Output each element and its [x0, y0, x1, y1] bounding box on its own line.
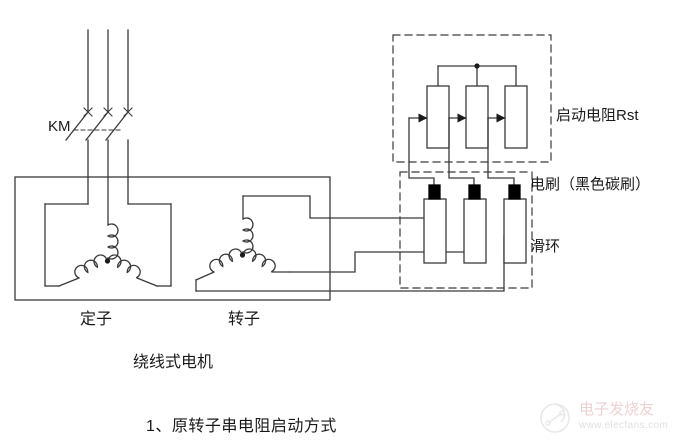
watermark-logo-icon — [540, 403, 570, 433]
resistor-to-brush-wires — [408, 117, 515, 186]
slip-ring-body-3 — [503, 198, 527, 264]
slip-ring-body-2 — [463, 198, 487, 264]
slip-ring-body-1 — [423, 198, 447, 264]
stator-neutral-node — [104, 258, 111, 264]
brush-block-3 — [508, 184, 521, 200]
resistor-body-2 — [465, 85, 489, 149]
slip-ring-boundary — [399, 171, 533, 289]
watermark: 电子发烧友 www.elecfans.com — [535, 396, 675, 442]
resistor-bus-node — [474, 63, 480, 69]
starting-resistor-boundary — [392, 34, 552, 163]
watermark-url: www.elecfans.com — [579, 420, 669, 431]
stator-winding — [44, 203, 172, 287]
stator-label: 定子 — [80, 311, 113, 328]
contactor-label: KM — [48, 118, 71, 135]
slip-ring-assembly — [423, 184, 527, 264]
resistor-body-1 — [426, 85, 450, 149]
contactor-blades — [65, 111, 129, 141]
motor-enclosure — [14, 176, 331, 301]
resistor-body-3 — [504, 85, 528, 149]
rotor-lead-wires — [195, 195, 505, 292]
slip-ring-label: 滑环 — [530, 238, 561, 255]
supply-phase-lines — [87, 29, 129, 113]
brush-block-2 — [468, 184, 481, 200]
figure-caption: 1、原转子串电阻启动方式 — [146, 418, 337, 435]
rotor-winding — [195, 195, 291, 292]
starting-resistor-label: 启动电阻Rst — [556, 107, 639, 124]
watermark-text: 电子发烧友 — [579, 402, 655, 418]
contactor-output-lines — [87, 139, 129, 226]
km-contactor[interactable] — [65, 107, 133, 226]
rotor-neutral-node — [239, 252, 246, 258]
starting-resistor-bank — [408, 63, 528, 186]
brush-label: 电刷（黑色碳刷） — [530, 176, 651, 193]
brush-block-1 — [428, 184, 441, 200]
motor-label: 绕线式电机 — [133, 354, 214, 371]
rotor-label: 转子 — [228, 311, 261, 328]
